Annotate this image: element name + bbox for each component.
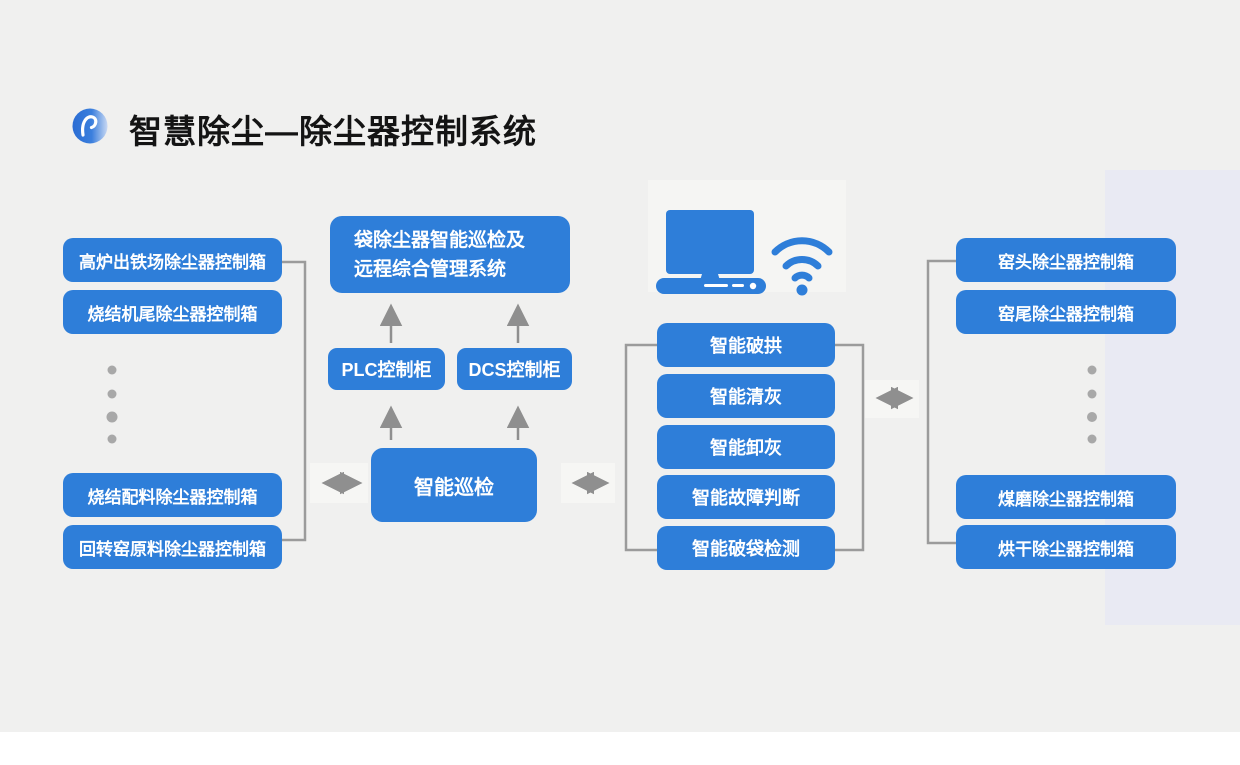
left-box-sinter-batching: 烧结配料除尘器控制箱 <box>63 473 282 517</box>
middle-box-ash-unloading: 智能卸灰 <box>657 425 835 469</box>
vertical-ellipsis-dots-left <box>106 365 118 444</box>
left-column-bracket <box>282 260 307 542</box>
device-background-panel <box>648 180 846 292</box>
middle-box-ash-cleaning: 智能清灰 <box>657 374 835 418</box>
right-box-kiln-tail: 窑尾除尘器控制箱 <box>956 290 1176 334</box>
right-box-drying: 烘干除尘器控制箱 <box>956 525 1176 569</box>
arrow-pad <box>561 463 615 503</box>
page-title: 智慧除尘—除尘器控制系统 <box>129 113 537 150</box>
bottom-white-strip <box>0 732 1240 765</box>
plc-cabinet-box: PLC控制柜 <box>328 348 445 390</box>
arrow-pad <box>310 463 368 503</box>
dcs-cabinet-box: DCS控制柜 <box>457 348 572 390</box>
middle-right-bracket <box>835 343 865 552</box>
management-system-line2: 远程综合管理系统 <box>354 258 507 280</box>
left-box-rotary-kiln-raw: 回转窑原料除尘器控制箱 <box>63 525 282 569</box>
right-column-bracket <box>926 259 956 545</box>
management-system-line1: 袋除尘器智能巡检及 <box>354 229 526 251</box>
management-system-box: 袋除尘器智能巡检及 远程综合管理系统 <box>330 216 570 293</box>
smart-inspection-box: 智能巡检 <box>371 448 537 522</box>
middle-box-arch-breaking: 智能破拱 <box>657 323 835 367</box>
vertical-ellipsis-dots-right <box>1087 365 1097 444</box>
right-box-kiln-head: 窑头除尘器控制箱 <box>956 238 1176 282</box>
middle-box-fault-judgement: 智能故障判断 <box>657 475 835 519</box>
left-box-blast-furnace: 高炉出铁场除尘器控制箱 <box>63 238 282 282</box>
arrow-pad <box>865 380 919 418</box>
swirl-logo-icon <box>72 108 108 144</box>
middle-left-bracket <box>624 343 657 552</box>
left-box-sinter-tail: 烧结机尾除尘器控制箱 <box>63 290 282 334</box>
middle-box-bag-break-detection: 智能破袋检测 <box>657 526 835 570</box>
right-box-coal-mill: 煤磨除尘器控制箱 <box>956 475 1176 519</box>
